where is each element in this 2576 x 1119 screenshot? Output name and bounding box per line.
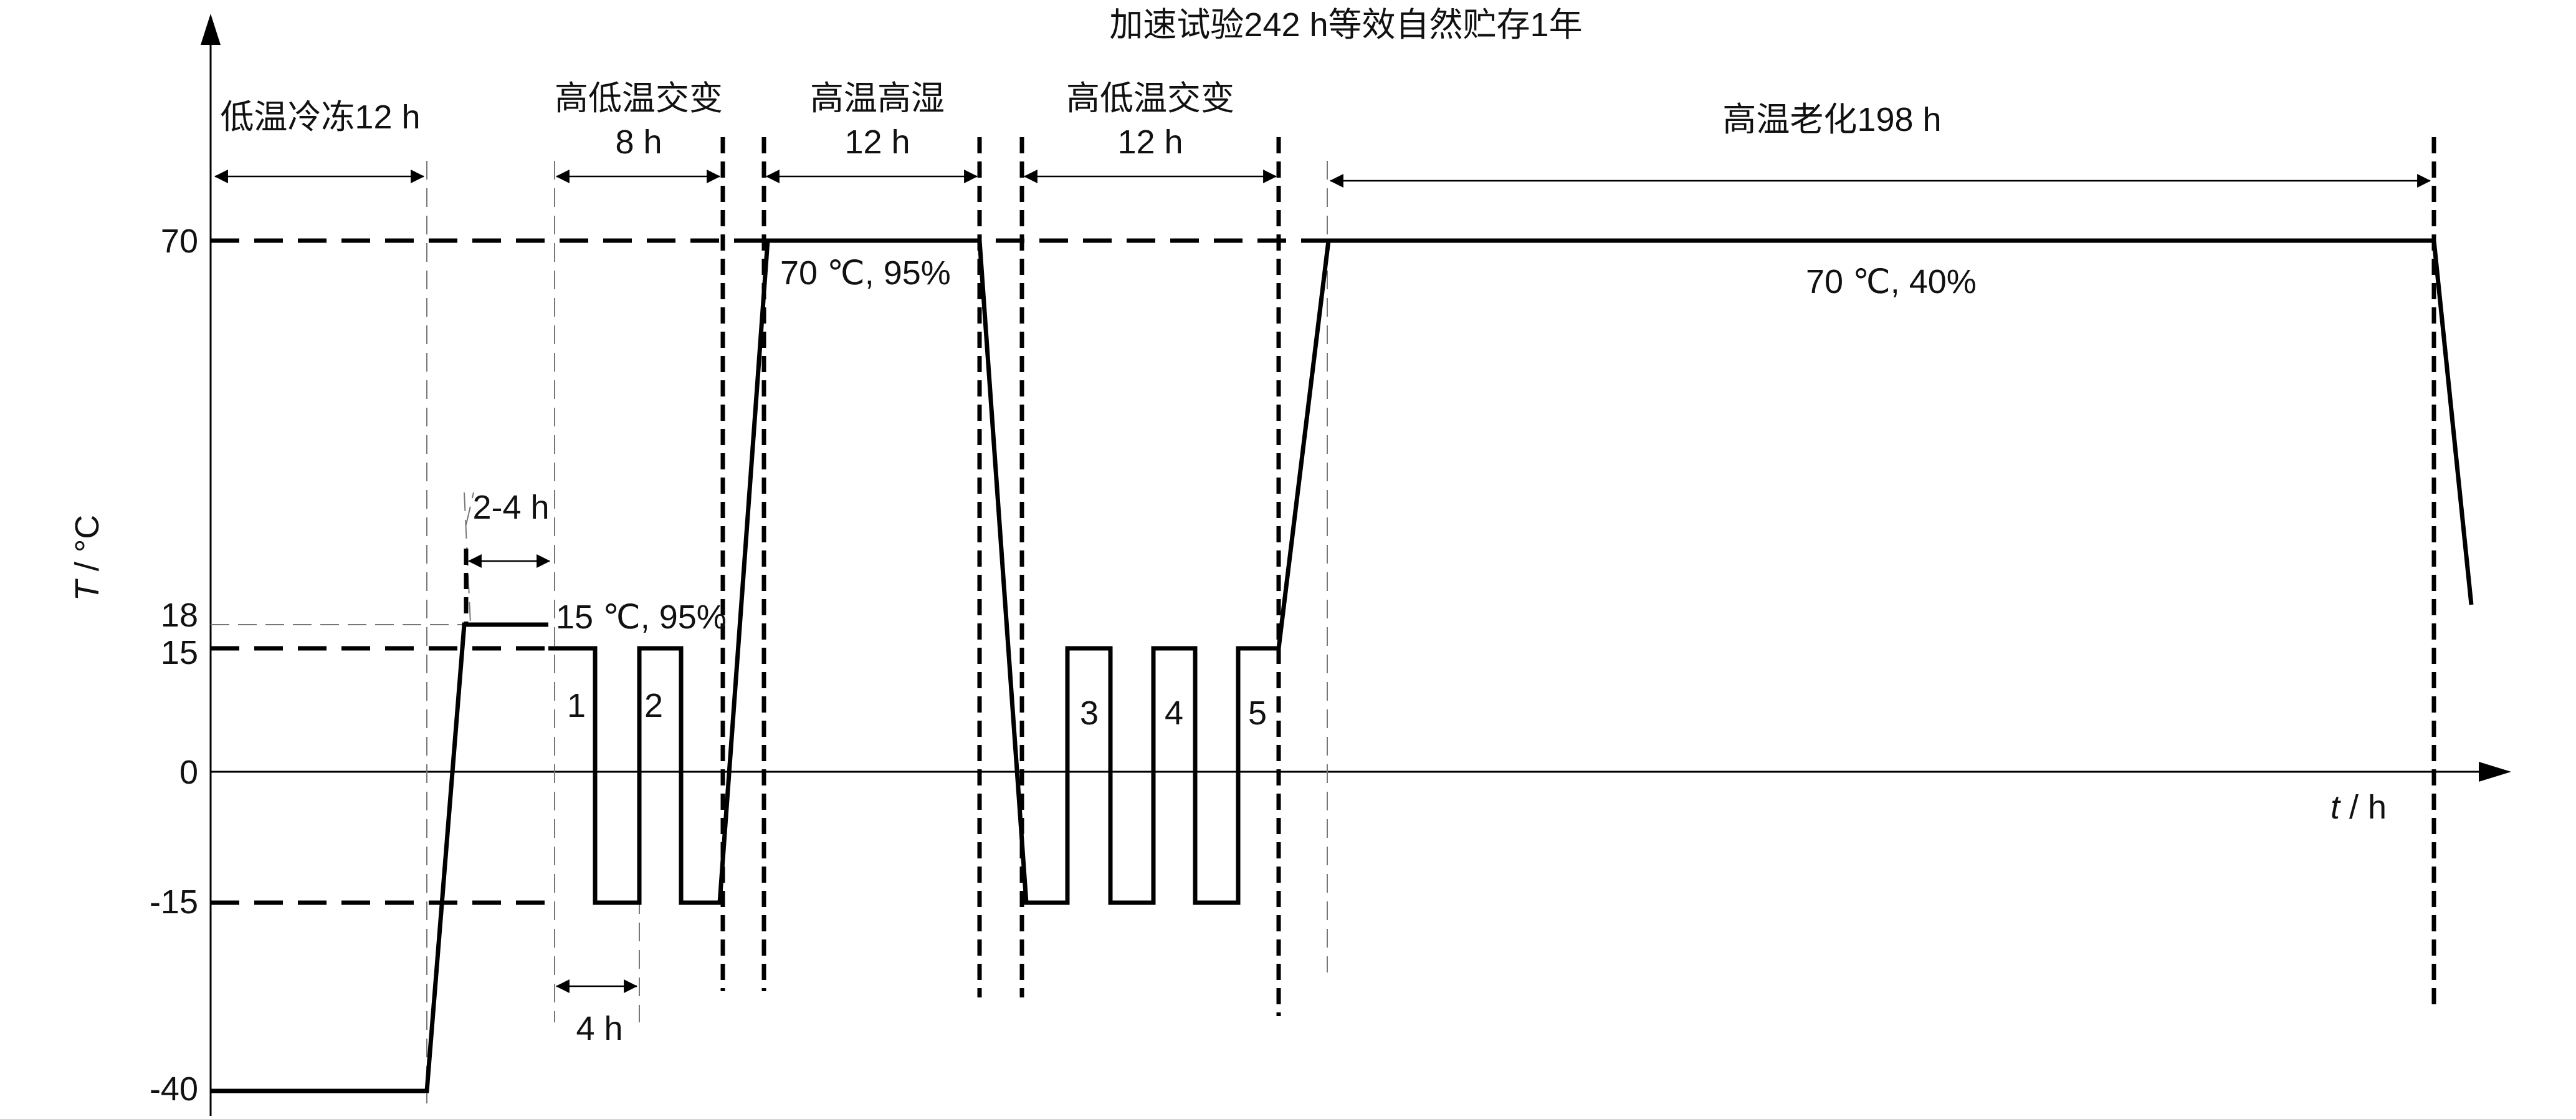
y-tick-0: 0 <box>179 754 198 791</box>
phase-4-label: 高低温交变 <box>1066 80 1234 117</box>
y-ticks: 70 18 15 0 -15 -40 <box>150 223 198 1108</box>
x-axis-label: t / h <box>2330 789 2387 826</box>
x-axis-unit: / h <box>2340 789 2387 826</box>
phase-boundaries <box>464 137 2436 1016</box>
ramp-bracket <box>465 492 474 526</box>
axes <box>201 14 2511 1116</box>
y-axis-unit: / °C <box>69 515 106 581</box>
phase-2-duration: 8 h <box>615 123 662 161</box>
y-axis-label: T / °C <box>69 515 106 602</box>
high-temp-humidity-label: 70 ℃, 95% <box>780 254 951 292</box>
phase-1-label: 低温冷冻12 h <box>220 98 420 136</box>
phase-2-label: 高低温交变 <box>555 80 723 117</box>
temperature-profile <box>211 238 2474 1093</box>
phase-3-duration: 12 h <box>844 123 910 161</box>
annotations: 2-4 h 4 h 15 ℃, 95% 70 ℃, 95% 70 ℃, 40% <box>472 254 1976 1047</box>
cycle-label-4: 4 <box>1165 694 1183 732</box>
phase-4-duration: 12 h <box>1117 123 1183 161</box>
phase-3-label: 高温高湿 <box>810 80 945 117</box>
cycle-label-1: 1 <box>567 687 586 724</box>
y-axis-arrowhead <box>201 14 221 45</box>
cycle-label-3: 3 <box>1080 694 1099 732</box>
ramp-duration-label: 2-4 h <box>472 489 549 526</box>
y-tick-15: 15 <box>161 634 198 671</box>
y-tick-neg15: -15 <box>150 883 198 921</box>
reference-lines <box>211 238 1439 905</box>
phase-labels: 低温冷冻12 h 高低温交变 8 h 高温高湿 12 h 高低温交变 12 h … <box>220 80 1941 161</box>
phase-5-label: 高温老化198 h <box>1722 101 1941 138</box>
cycle-duration-label: 4 h <box>576 1010 623 1047</box>
y-axis-var: T <box>69 578 106 601</box>
x-axis-var: t <box>2330 789 2341 826</box>
aging-condition-label: 70 ℃, 40% <box>1806 263 1977 300</box>
x-axis-arrowhead <box>2479 762 2511 782</box>
cycle-label-2: 2 <box>644 687 663 724</box>
y-tick-18: 18 <box>161 597 198 634</box>
diagram-title: 加速试验242 h等效自然贮存1年 <box>1109 6 1582 44</box>
dimension-arrows <box>214 170 2431 993</box>
low-temp-humidity-label: 15 ℃, 95% <box>556 598 727 636</box>
y-tick-neg40: -40 <box>150 1070 198 1108</box>
cycle-numbers: 1 2 3 4 5 <box>567 687 1267 732</box>
y-tick-70: 70 <box>161 223 198 260</box>
cycle-label-5: 5 <box>1248 694 1267 732</box>
